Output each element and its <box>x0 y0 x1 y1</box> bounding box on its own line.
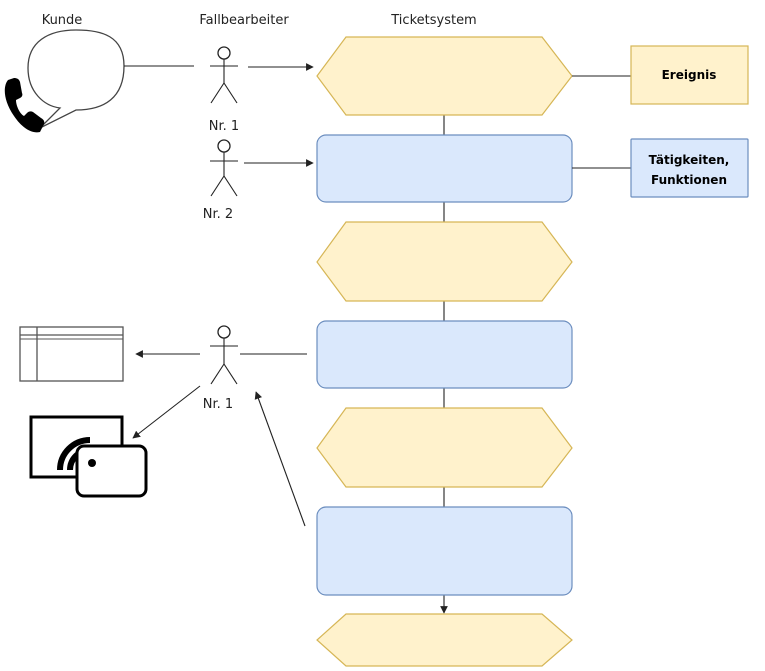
function-shape <box>316 320 573 389</box>
legend-function-label-2: Funktionen <box>651 173 727 187</box>
event-shape <box>316 407 573 488</box>
legend-event-box <box>630 45 749 105</box>
contactless-card-icon <box>29 415 148 498</box>
legend-function-label-1: Tätigkeiten, <box>649 153 730 167</box>
event-shape <box>316 613 573 667</box>
function-shape <box>316 134 573 203</box>
legend-function-box <box>630 138 749 198</box>
actor-label: Nr. 1 <box>209 119 239 134</box>
speech-bubble-icon <box>27 29 125 129</box>
actor-label: Nr. 1 <box>203 397 233 412</box>
actor-icon <box>210 139 238 197</box>
legend-event-label: Ereignis <box>662 68 717 82</box>
actor-icon <box>210 325 238 385</box>
return-arrow <box>254 391 306 527</box>
header-customer: Kunde <box>42 13 83 28</box>
window-icon <box>19 326 124 382</box>
to-card-arrow <box>132 385 201 439</box>
actor-icon <box>210 46 238 104</box>
function-shape <box>316 506 573 596</box>
event-shape <box>316 36 573 116</box>
actor-label: Nr. 2 <box>203 207 233 222</box>
header-agent: Fallbearbeiter <box>199 13 289 28</box>
header-ticketsystem: Ticketsystem <box>390 13 476 28</box>
phone-icon <box>4 78 45 133</box>
event-shape <box>316 221 573 302</box>
